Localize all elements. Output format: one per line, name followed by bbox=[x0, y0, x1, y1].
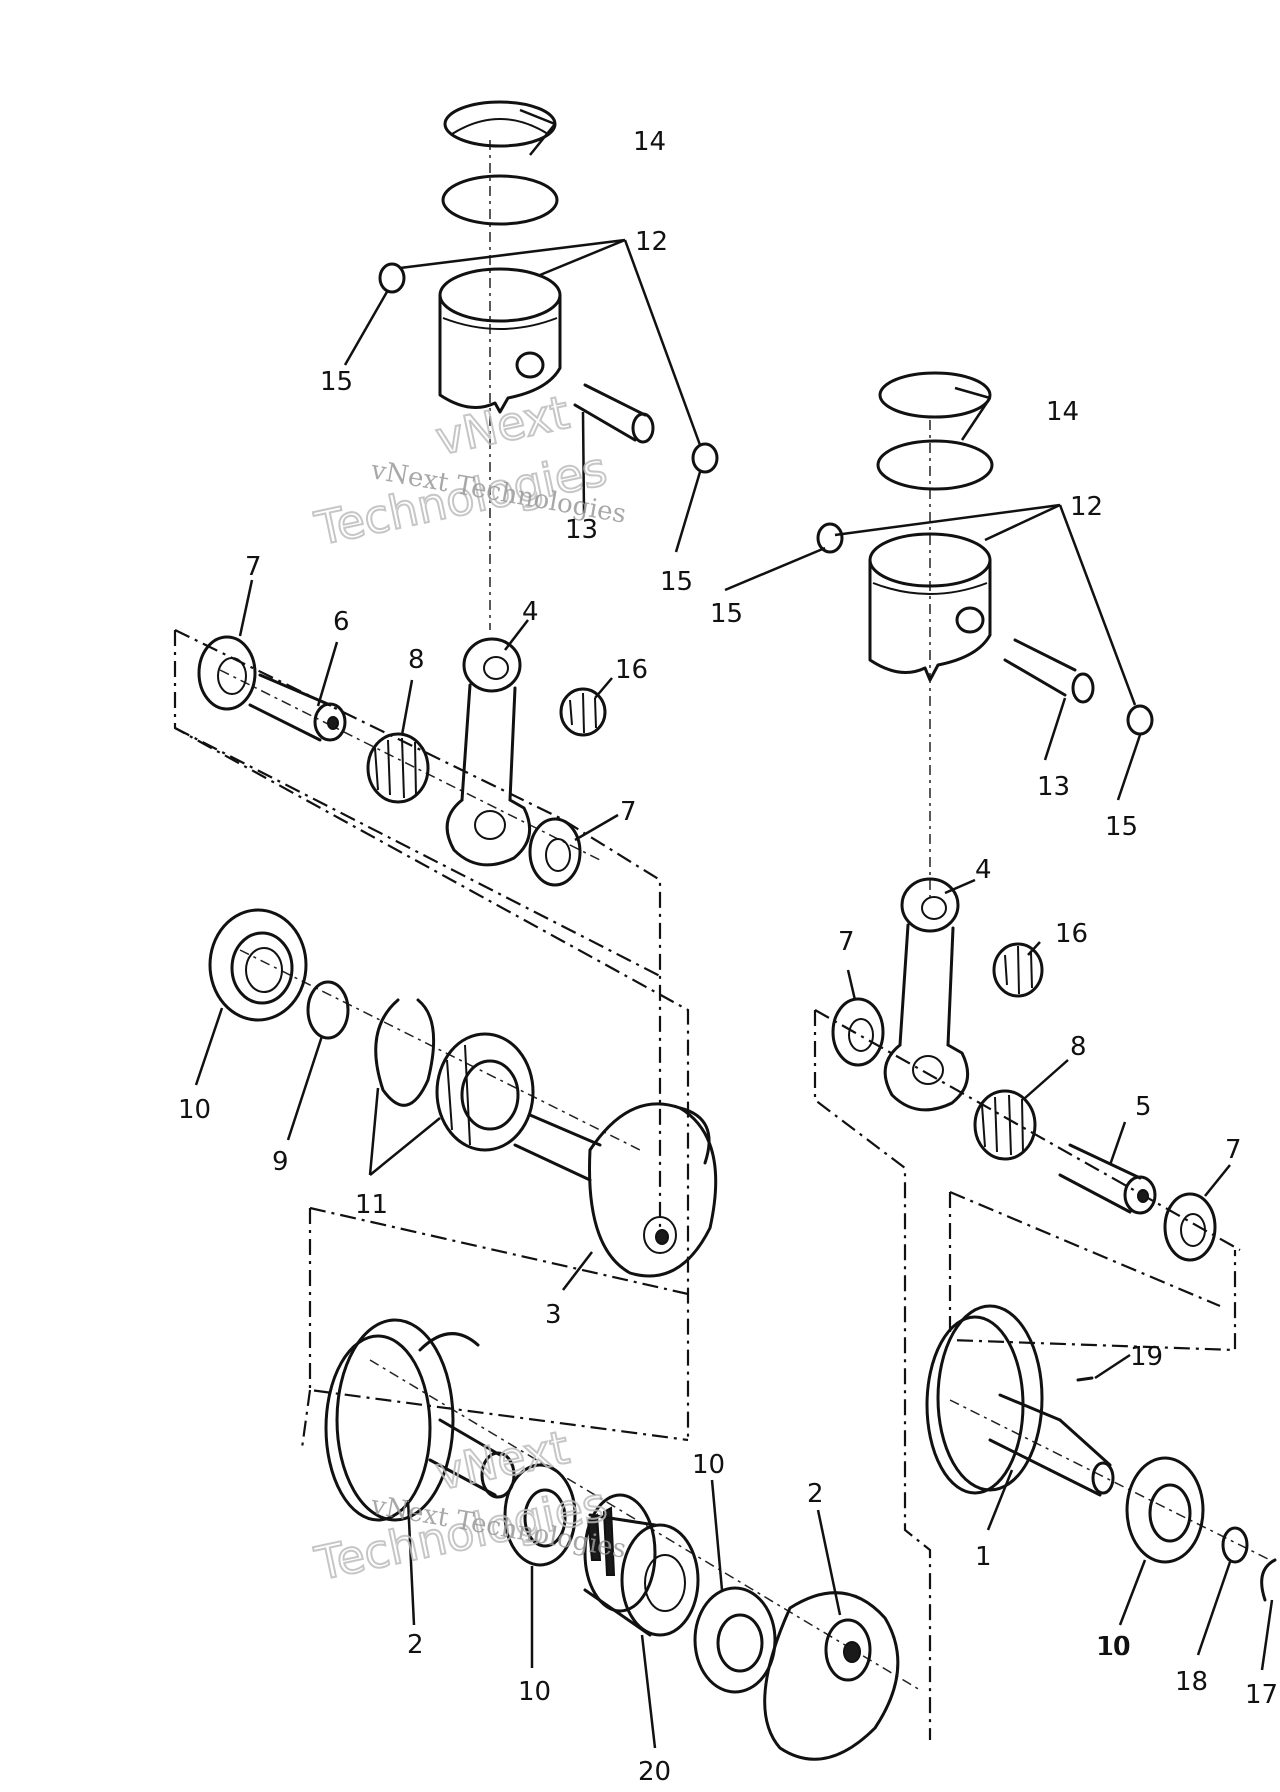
callout-13: 13 bbox=[1037, 772, 1070, 802]
callout-numbers: 14 12 15 13 15 14 12 15 13 15 7 6 4 8 16… bbox=[178, 127, 1278, 1787]
left-crank-pin bbox=[248, 673, 347, 742]
callout-10: 10 bbox=[518, 1677, 551, 1707]
right-thrust-washers bbox=[831, 997, 1217, 1262]
callout-8: 8 bbox=[1070, 1032, 1087, 1062]
lower-center-bearing bbox=[693, 1586, 777, 1694]
left-oil-seal bbox=[208, 908, 308, 1022]
callout-10: 10 bbox=[178, 1095, 211, 1125]
callout-15: 15 bbox=[320, 367, 353, 397]
right-crank-pin bbox=[1058, 1143, 1157, 1215]
callout-14: 14 bbox=[633, 127, 666, 157]
callout-18: 18 bbox=[1175, 1667, 1208, 1697]
callout-16: 16 bbox=[1055, 919, 1088, 949]
callout-1: 1 bbox=[975, 1542, 992, 1572]
callout-6: 6 bbox=[333, 607, 350, 637]
left-thrust-washers bbox=[197, 635, 582, 887]
left-snap-ring bbox=[306, 980, 350, 1040]
right-end-collar bbox=[1260, 1558, 1277, 1602]
lower-left-bearing bbox=[503, 1463, 577, 1567]
callout-13: 13 bbox=[565, 515, 598, 545]
left-flywheel-half bbox=[324, 1318, 516, 1522]
right-circlips bbox=[816, 522, 1154, 736]
right-piston-rings bbox=[876, 371, 994, 491]
left-piston bbox=[438, 267, 562, 414]
right-lower-bearing bbox=[1125, 1456, 1205, 1564]
right-flywheel-lower bbox=[763, 1591, 900, 1761]
callout-12: 12 bbox=[635, 227, 668, 257]
callout-15: 15 bbox=[660, 567, 693, 597]
callout-7: 7 bbox=[1225, 1135, 1242, 1165]
left-crank-wheel bbox=[513, 1102, 718, 1278]
callout-5: 5 bbox=[1135, 1092, 1152, 1122]
callout-15: 15 bbox=[1105, 812, 1138, 842]
callout-8: 8 bbox=[408, 645, 425, 675]
callout-7: 7 bbox=[245, 552, 262, 582]
left-needle-bearings bbox=[366, 687, 607, 804]
callout-20: 20 bbox=[638, 1757, 671, 1787]
callout-15: 15 bbox=[710, 599, 743, 629]
callout-17: 17 bbox=[1245, 1680, 1278, 1710]
callout-2: 2 bbox=[807, 1479, 824, 1509]
left-c-rings bbox=[374, 998, 535, 1152]
left-piston-pin bbox=[573, 383, 655, 444]
right-connecting-rod bbox=[883, 877, 970, 1112]
callout-10: 10 bbox=[1096, 1632, 1129, 1662]
center-drum bbox=[583, 1493, 700, 1637]
callout-16: 16 bbox=[615, 655, 648, 685]
callout-4: 4 bbox=[522, 597, 539, 627]
right-needle-bearings bbox=[973, 942, 1044, 1161]
callout-14: 14 bbox=[1046, 397, 1079, 427]
right-small-ring bbox=[1221, 1526, 1249, 1564]
callout-12: 12 bbox=[1070, 492, 1103, 522]
callout-10: 10 bbox=[1098, 1632, 1131, 1662]
callout-10: 10 bbox=[692, 1450, 725, 1480]
left-circlips bbox=[378, 262, 719, 474]
center-axes bbox=[219, 140, 1271, 1691]
callout-19: 19 bbox=[1130, 1342, 1163, 1372]
callout-11: 11 bbox=[355, 1190, 388, 1220]
callout-3: 3 bbox=[545, 1300, 562, 1330]
callout-7: 7 bbox=[620, 797, 637, 827]
right-piston-pin bbox=[1003, 638, 1095, 704]
leader-lines bbox=[194, 108, 1274, 1749]
woodruff-key bbox=[1076, 1376, 1094, 1382]
right-crank-half bbox=[925, 1304, 1115, 1497]
callout-4: 4 bbox=[975, 855, 992, 885]
right-piston bbox=[868, 532, 992, 682]
watermark-bottom: vNext Technologies vNext Technologies bbox=[309, 1419, 628, 1592]
callout-2: 2 bbox=[407, 1630, 424, 1660]
callout-9: 9 bbox=[272, 1147, 289, 1177]
watermark-top: vNext Technologies vNext Technologies bbox=[309, 384, 628, 557]
left-piston-rings bbox=[441, 100, 559, 226]
left-connecting-rod bbox=[445, 637, 532, 867]
callout-7: 7 bbox=[838, 927, 855, 957]
